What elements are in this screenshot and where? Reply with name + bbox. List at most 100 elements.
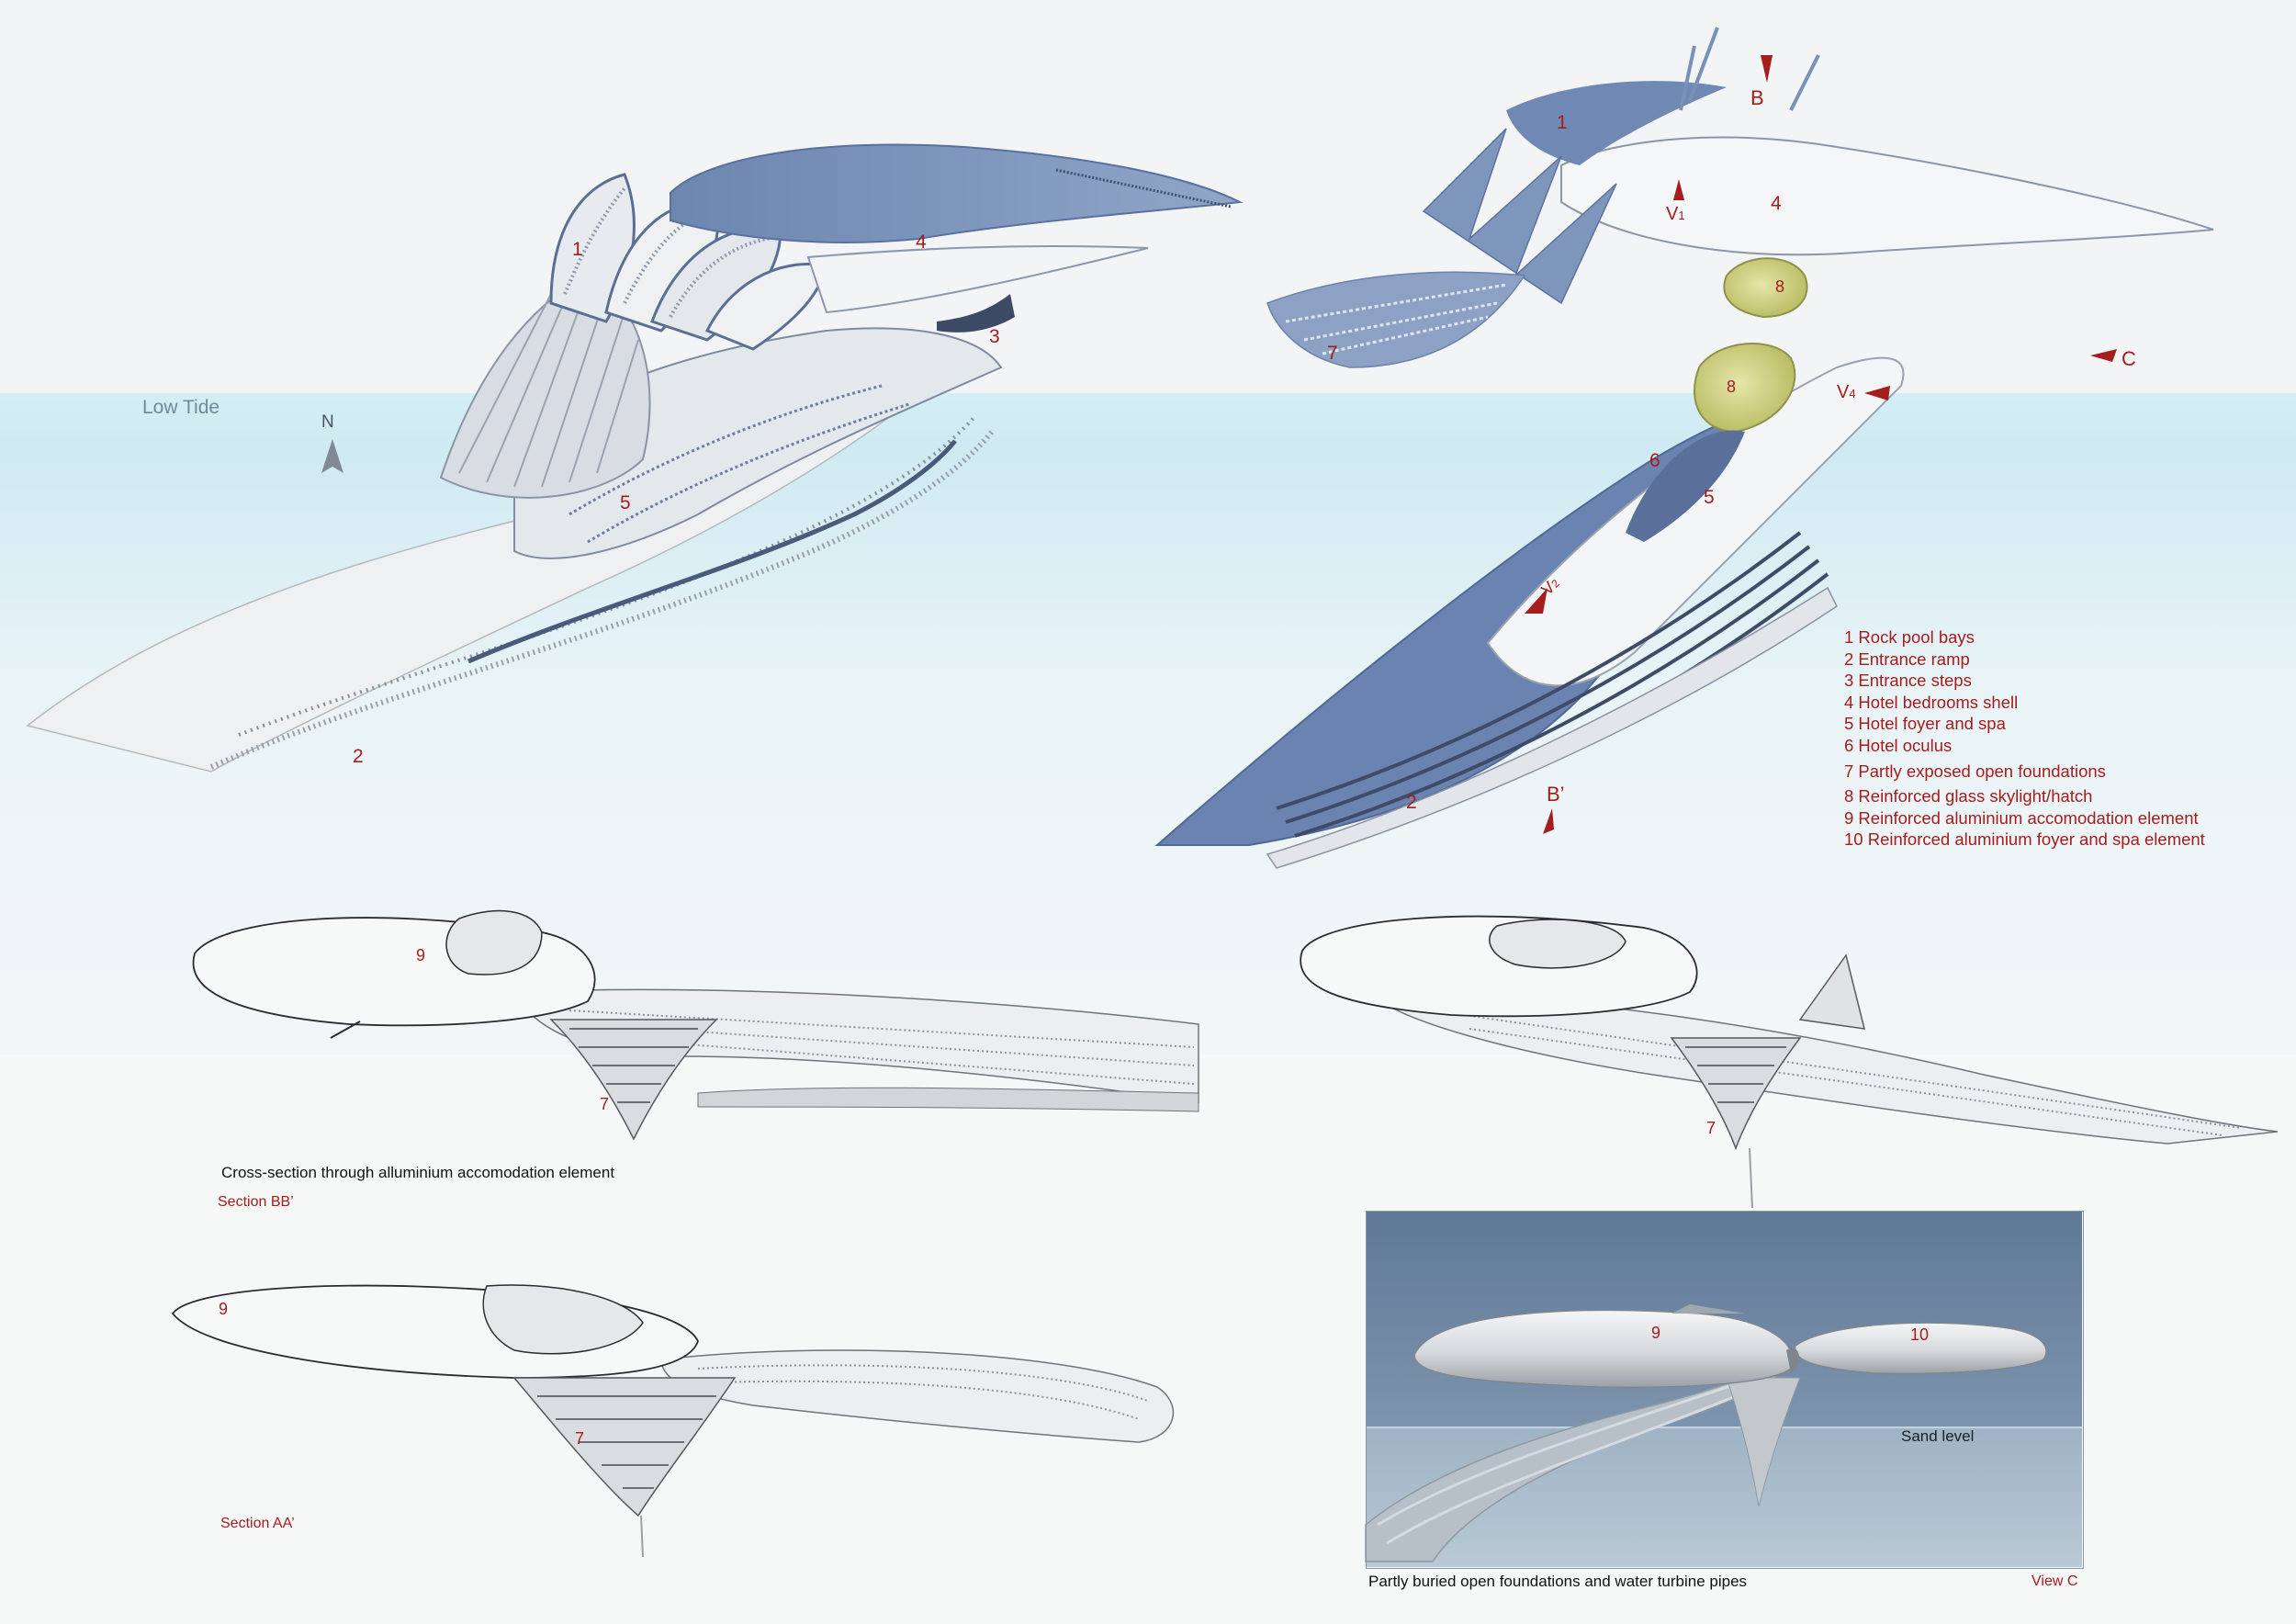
ramp-dark-edge bbox=[467, 439, 957, 664]
marker-c-arrow-icon bbox=[2090, 349, 2117, 362]
section-aa-ramp bbox=[660, 1349, 1175, 1443]
view-c-pod-10 bbox=[1794, 1322, 2047, 1375]
north-label: N bbox=[321, 412, 334, 432]
foyer-ribs bbox=[568, 384, 910, 544]
marker-v4-letter: V bbox=[1837, 382, 1850, 402]
section-right-room bbox=[1489, 919, 1626, 969]
plan-right-label-5: 5 bbox=[1704, 487, 1715, 508]
hotel-oculus bbox=[1626, 430, 1745, 542]
section-right-pipe bbox=[1749, 1147, 1753, 1209]
plan-left-label-2: 2 bbox=[353, 746, 364, 767]
section-right-hatch bbox=[1367, 991, 2279, 1145]
marker-v4-arrow-icon bbox=[1864, 386, 1890, 400]
section-aa-ramp-hatch bbox=[697, 1364, 1149, 1420]
right-bedroom-shell bbox=[1560, 136, 2214, 256]
section-right-label-7: 7 bbox=[1706, 1119, 1716, 1137]
skylight-upper bbox=[1723, 257, 1808, 319]
section-bb-title: Section BB’ bbox=[218, 1194, 294, 1210]
legend-item: 10 Reinforced aluminium foyer and spa el… bbox=[1844, 829, 2205, 850]
shell-lower-surface bbox=[806, 245, 1149, 314]
section-bb-label-9: 9 bbox=[416, 946, 426, 964]
plan-left-drawing bbox=[26, 143, 1244, 773]
shell-dark-wedge bbox=[937, 294, 1015, 333]
section-right-drawing bbox=[1300, 915, 2279, 1209]
view-c-render bbox=[1365, 1211, 2082, 1567]
marker-v4-sub: 4 bbox=[1849, 387, 1856, 400]
view-c-pipe-hatch bbox=[1377, 1376, 1760, 1545]
marker-b-prime-arrow-icon bbox=[1543, 808, 1554, 834]
plan-right-label-2: 2 bbox=[1406, 792, 1417, 813]
right-ramp-stripes bbox=[1276, 531, 1829, 851]
section-right-spike bbox=[1798, 953, 1865, 1030]
view-c-title: View C bbox=[2032, 1573, 2078, 1589]
marker-v4-label: V4 bbox=[1837, 382, 1856, 403]
section-right-foundation-hatch bbox=[1685, 1046, 1786, 1103]
plan-right-label-8b: 8 bbox=[1727, 378, 1737, 396]
marker-v1-letter: V bbox=[1666, 204, 1679, 224]
view-c-foundation bbox=[1726, 1377, 1801, 1507]
plan-right-drawing bbox=[1154, 27, 2214, 869]
plan-left-label-1: 1 bbox=[572, 239, 583, 260]
legend-item: 3 Entrance steps bbox=[1844, 671, 1972, 691]
section-bb-lower-wedge bbox=[697, 1087, 1199, 1112]
direction-markers bbox=[1525, 55, 2117, 834]
section-right-hatch-lines bbox=[1432, 1009, 2242, 1136]
bedroom-shell bbox=[670, 143, 1244, 243]
legend-item: 9 Reinforced aluminium accomodation elem… bbox=[1844, 807, 2199, 828]
view-c-pod-joint bbox=[1786, 1348, 1800, 1373]
plan-left-label-5: 5 bbox=[620, 492, 631, 513]
section-aa-label-7: 7 bbox=[575, 1429, 585, 1448]
rock-pool-fan bbox=[439, 274, 651, 499]
legend-item: 4 Hotel bedrooms shell bbox=[1844, 692, 2019, 712]
legend-item: 6 Hotel oculus bbox=[1844, 735, 1953, 755]
shell-serration bbox=[1055, 168, 1232, 209]
section-bb-label-7: 7 bbox=[600, 1095, 610, 1113]
marker-c-label: C bbox=[2122, 347, 2136, 370]
section-bb-caption: Cross-section through alluminium accomod… bbox=[221, 1164, 615, 1181]
view-c-label-9: 9 bbox=[1651, 1324, 1661, 1342]
section-aa-room bbox=[482, 1284, 644, 1355]
right-fan-left bbox=[1266, 271, 1526, 368]
marker-b-arrow-icon bbox=[1761, 55, 1773, 83]
right-shell-shadow bbox=[1506, 81, 1727, 165]
legend-list: 1 Rock pool bays 2 Entrance ramp 3 Entra… bbox=[1844, 626, 2205, 851]
view-c-top-fins bbox=[1671, 1304, 1745, 1314]
plan-right-label-4: 4 bbox=[1771, 193, 1782, 214]
marker-v2-arrow-icon bbox=[1525, 588, 1548, 614]
section-bb-foundation bbox=[549, 1019, 718, 1141]
low-tide-label: Low Tide bbox=[142, 397, 220, 418]
plan-left-label-3: 3 bbox=[989, 326, 1000, 347]
marker-v1-arrow-icon bbox=[1673, 179, 1684, 200]
ramp-hatch bbox=[209, 430, 995, 770]
marker-b-label: B bbox=[1750, 86, 1764, 109]
section-bb-foundation-hatch bbox=[569, 1028, 698, 1103]
skylight-lower bbox=[1694, 343, 1796, 434]
marker-v1-sub: 1 bbox=[1678, 209, 1685, 222]
legend-item: 7 Partly exposed open foundations bbox=[1844, 761, 2106, 781]
legend-item: 1 Rock pool bays bbox=[1844, 627, 1975, 647]
legend-item: 8 Reinforced glass skylight/hatch bbox=[1844, 786, 2093, 806]
fan-hatch bbox=[458, 284, 639, 488]
section-aa-foundation bbox=[512, 1377, 737, 1517]
section-bb-small-fin bbox=[330, 1021, 361, 1039]
section-bb-drawing bbox=[192, 909, 1199, 1141]
view-c-frame bbox=[1366, 1211, 2084, 1569]
right-ramp-base bbox=[1266, 586, 1838, 869]
section-aa-foundation-hatch bbox=[537, 1395, 716, 1489]
view-c-sand-label: Sand level bbox=[1901, 1427, 1975, 1445]
section-bb-room-outline bbox=[445, 909, 543, 976]
legend-item: 5 Hotel foyer and spa bbox=[1844, 714, 2006, 734]
north-arrow bbox=[321, 439, 343, 473]
plan-right-label-6: 6 bbox=[1649, 450, 1660, 471]
north-arrow-icon bbox=[321, 439, 343, 473]
plan-right-label-8a: 8 bbox=[1775, 277, 1785, 296]
section-aa-drawing bbox=[171, 1284, 1175, 1558]
section-aa-pipe bbox=[640, 1515, 644, 1558]
section-aa-title: Section AA’ bbox=[220, 1516, 295, 1531]
marker-v1-label: V1 bbox=[1666, 204, 1685, 225]
marker-b-prime-label: B’ bbox=[1547, 783, 1565, 806]
right-posts bbox=[1679, 27, 1820, 111]
section-aa-label-9: 9 bbox=[219, 1300, 229, 1318]
plan-right-label-7: 7 bbox=[1327, 343, 1338, 364]
